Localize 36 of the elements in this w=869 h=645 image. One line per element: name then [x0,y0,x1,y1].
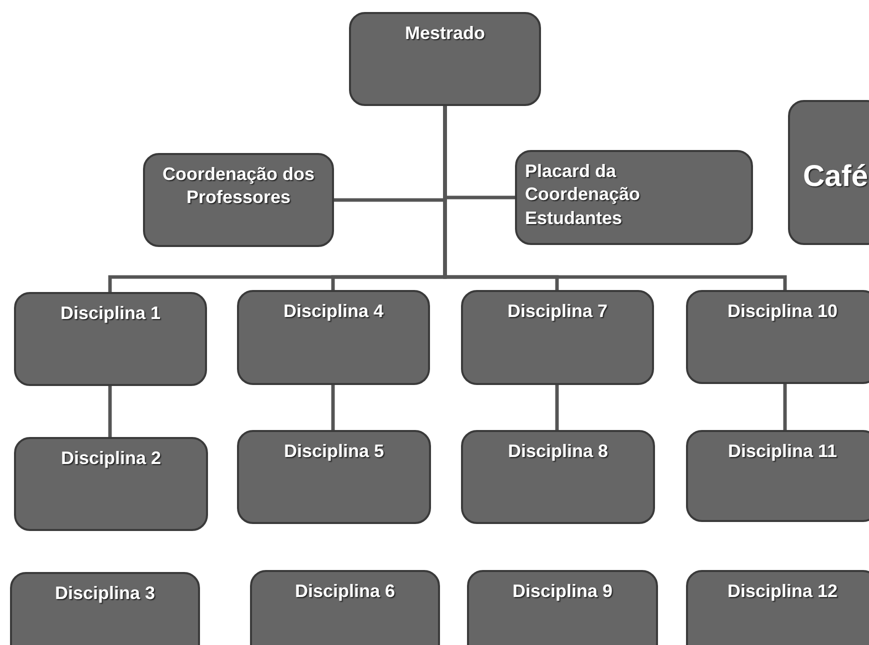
process-box [686,430,869,522]
process-box [250,570,440,645]
connector-line [783,384,787,430]
process-box [467,570,658,645]
box-label: Disciplina 10 [727,300,838,323]
process-box [788,100,869,245]
connector-line [108,386,112,437]
box-label: Placard da Coordenação Estudantes [525,160,642,230]
process-box [237,290,430,385]
box-label: Disciplina 2 [60,447,162,470]
box-label: Disciplina 4 [283,300,384,323]
box-label: Disciplina 1 [60,302,161,325]
process-box [461,290,654,385]
box-label: Disciplina 9 [512,580,613,603]
connector-line [555,385,559,430]
process-box [10,572,200,645]
process-box [237,430,431,524]
box-label: Disciplina 12 [727,580,838,603]
box-label: Café [802,159,868,195]
box-label: Disciplina 3 [54,582,156,605]
box-label: Disciplina 7 [507,300,608,323]
process-box [686,290,869,384]
box-label: Disciplina 11 [728,440,838,463]
box-label: Coordenação dos Professores [161,163,316,210]
box-label: Disciplina 6 [294,580,396,603]
process-box [515,150,753,245]
process-box [461,430,655,524]
connector-line [331,385,335,430]
box-label: Mestrado [404,22,485,45]
process-box [349,12,541,106]
process-box [686,570,869,645]
box-label: Disciplina 8 [508,440,608,463]
box-label: Disciplina 5 [284,440,384,463]
process-box [14,292,207,386]
process-box [14,437,208,531]
process-box [143,153,334,247]
